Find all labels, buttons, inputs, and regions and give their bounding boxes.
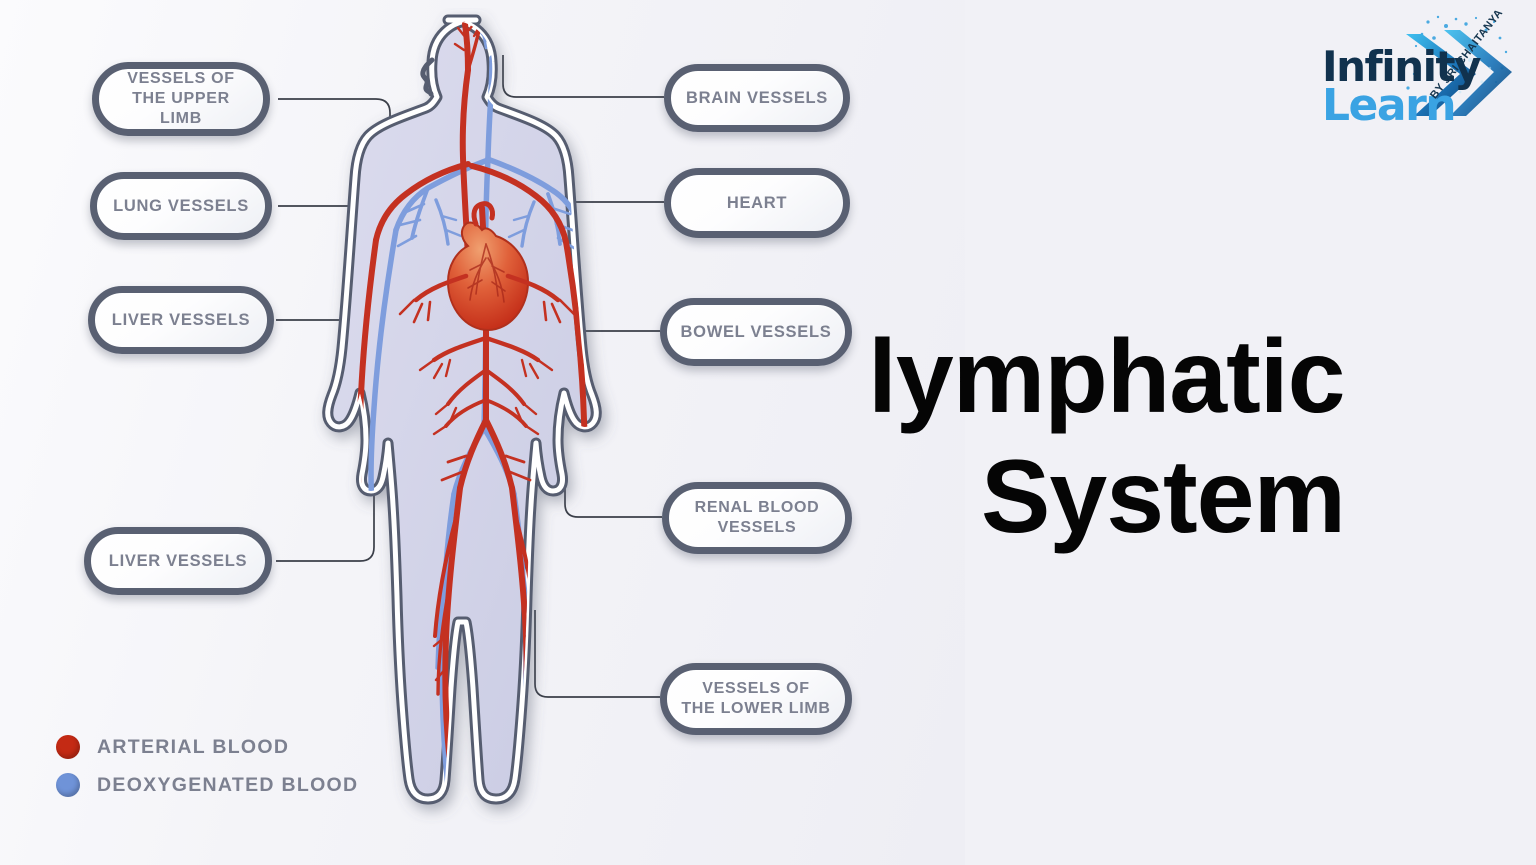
- label-brain-vessels[interactable]: BRAIN VESSELS: [664, 64, 850, 132]
- logo-text-learn: Learn: [1322, 80, 1457, 131]
- logo-text-infinity: Infinity: [1322, 42, 1481, 91]
- label-bowel-vessels[interactable]: BOWEL VESSELS: [660, 298, 852, 366]
- label-heart[interactable]: HEART: [664, 168, 850, 238]
- legend-item-deoxygenated-blood: DEOXYGENATED BLOOD: [56, 773, 358, 797]
- label-text: LUNG VESSELS: [113, 196, 249, 215]
- legend-label: ARTERIAL BLOOD: [97, 735, 290, 758]
- connector-lower-limb: [534, 610, 660, 698]
- title-panel: [965, 0, 1536, 865]
- human-body-figure: [322, 14, 602, 805]
- head-profile: [420, 57, 435, 97]
- title-line-1: lymphatic: [868, 319, 1345, 435]
- connector-upper-limb: [278, 98, 391, 258]
- connector-renal: [564, 470, 662, 518]
- label-text: BOWEL VESSELS: [680, 322, 832, 341]
- legend-item-arterial-blood: ARTERIAL BLOOD: [56, 735, 358, 759]
- title-line-2: System: [981, 438, 1346, 555]
- legend: ARTERIAL BLOOD DEOXYGENATED BLOOD: [56, 735, 358, 811]
- label-liver-vessels-lower[interactable]: LIVER VESSELS: [84, 527, 272, 595]
- label-text: LIVER VESSELS: [108, 551, 248, 570]
- arterial-blood-swatch: [56, 735, 80, 759]
- page-title: lymphatic System: [868, 318, 1508, 557]
- infinity-learn-logo[interactable]: Infinity Learn BY SRI CHAITANYA: [1310, 7, 1522, 134]
- connector-liver-lower: [276, 470, 375, 562]
- label-liver-vessels-upper[interactable]: LIVER VESSELS: [88, 286, 274, 354]
- label-text: HEART: [726, 193, 788, 212]
- label-text: BRAIN VESSELS: [685, 88, 829, 107]
- legend-label: DEOXYGENATED BLOOD: [97, 773, 359, 796]
- label-lung-vessels[interactable]: LUNG VESSELS: [90, 172, 272, 240]
- deoxygenated-blood-swatch: [56, 773, 80, 797]
- connector-brain: [502, 55, 664, 98]
- logo-chevron-icon: [1406, 15, 1512, 116]
- label-text: LIVER VESSELS: [111, 310, 251, 329]
